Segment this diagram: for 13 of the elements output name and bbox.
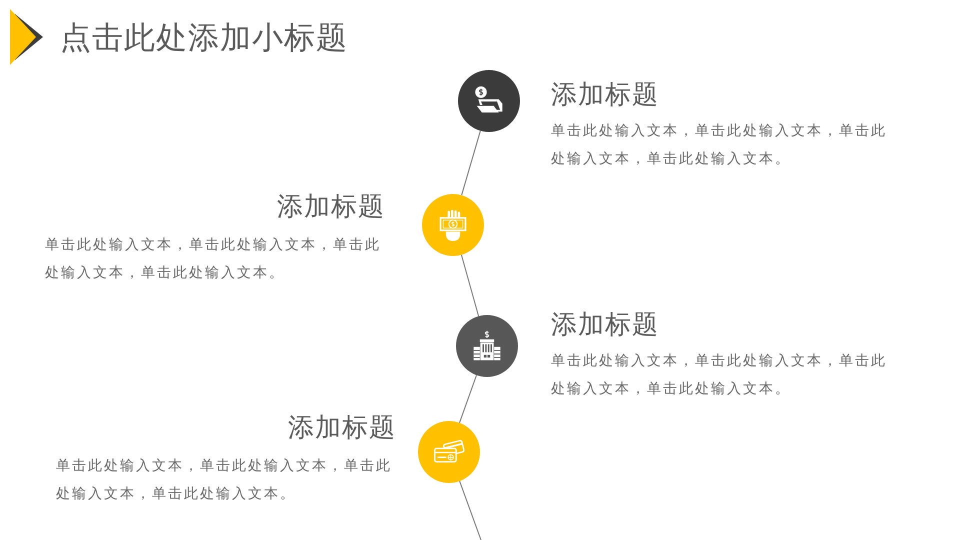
connector-line	[459, 480, 482, 540]
heading-text: 添加标题	[288, 411, 396, 443]
connector-line	[461, 130, 481, 196]
title-text: 点击此处添加小标题	[60, 19, 348, 57]
heading-text: 添加标题	[277, 190, 385, 222]
connector-line	[459, 374, 477, 424]
heading-text: 添加标题	[551, 308, 659, 340]
body-text: 单击此处输入文本，单击此处输入文本，单击此处输入文本，单击此处输入文本。	[551, 351, 888, 398]
heading-text: 添加标题	[551, 78, 659, 110]
body-text: 单击此处输入文本，单击此处输入文本，单击此处输入文本，单击此处输入文本。	[56, 456, 393, 503]
body-text: 单击此处输入文本，单击此处输入文本，单击此处输入文本，单击此处输入文本。	[551, 121, 888, 168]
body-text: 单击此处输入文本，单击此处输入文本，单击此处输入文本，单击此处输入文本。	[45, 235, 382, 282]
connector-line	[460, 254, 480, 317]
